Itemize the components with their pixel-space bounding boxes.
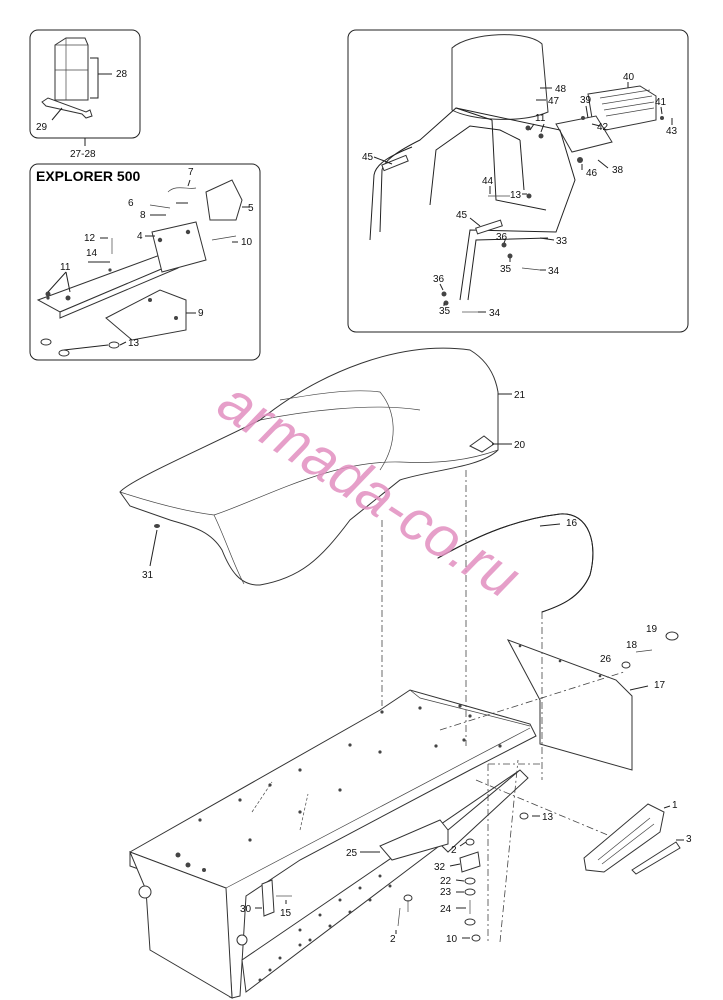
callout-3: 3 [686, 834, 692, 845]
callout-13-main: 13 [542, 812, 554, 823]
mudflap-assembly: 19 18 26 17 [506, 624, 679, 771]
reflector-part: 1 3 [583, 800, 692, 875]
callout-28: 28 [116, 69, 128, 80]
callout-15: 15 [280, 908, 292, 919]
callout-48: 48 [555, 84, 567, 95]
callout-46: 46 [586, 168, 598, 179]
alignment-lines [381, 470, 625, 943]
callout-47: 47 [548, 96, 560, 107]
callout-39: 39 [580, 95, 592, 106]
hardware-stack: 13 2 32 22 23 24 10 2 [390, 812, 554, 945]
rear-bumper-part [435, 769, 529, 853]
explorer-panel: EXPLORER 500 [29, 163, 261, 361]
callout-20: 20 [514, 440, 526, 451]
callout-1: 1 [672, 800, 678, 811]
callout-30: 30 [240, 904, 252, 915]
rack-panel: 40 48 47 39 41 42 43 11 45 38 46 44 13 4… [347, 29, 689, 333]
callout-36-bottom: 36 [433, 274, 445, 285]
callout-11-explorer: 11 [60, 262, 71, 273]
callout-16: 16 [566, 518, 578, 529]
bottle-part [54, 37, 89, 101]
callout-25: 25 [346, 848, 358, 859]
callout-29: 29 [36, 122, 48, 133]
callout-22: 22 [440, 876, 452, 887]
callout-4: 4 [137, 231, 143, 242]
callout-2-lower: 2 [390, 934, 396, 945]
callout-11-rack: 11 [535, 113, 546, 124]
kit-panel: 28 29 27-28 [29, 29, 141, 160]
mudflap-part [506, 639, 633, 771]
callout-34-top: 34 [548, 266, 560, 277]
callout-10-main: 10 [446, 934, 458, 945]
callout-26: 26 [600, 654, 612, 665]
callout-21: 21 [514, 390, 526, 401]
callout-6: 6 [128, 198, 134, 209]
callout-35-bottom: 35 [439, 306, 451, 317]
callout-23: 23 [440, 887, 452, 898]
seat-assembly: 21 20 31 [119, 347, 526, 586]
panel-caption-27-28: 27-28 [70, 149, 96, 160]
callout-42: 42 [597, 122, 609, 133]
callout-7: 7 [188, 167, 194, 178]
wrench-part [41, 97, 93, 119]
callout-19: 19 [646, 624, 658, 635]
step-pad-part: 25 [346, 819, 449, 861]
callout-34-bottom: 34 [489, 308, 501, 319]
callout-32: 32 [434, 862, 446, 873]
backrest-part [451, 34, 549, 120]
callout-41: 41 [655, 97, 667, 108]
callout-14: 14 [86, 248, 98, 259]
callout-24: 24 [440, 904, 452, 915]
callout-33: 33 [556, 236, 568, 247]
callout-45-top: 45 [362, 152, 374, 163]
mount-bracket-part [105, 289, 187, 341]
callout-17: 17 [654, 680, 666, 691]
callout-43: 43 [666, 126, 678, 137]
callout-9: 9 [198, 308, 204, 319]
callout-18: 18 [626, 640, 638, 651]
callout-12: 12 [84, 233, 96, 244]
callout-31: 31 [142, 570, 154, 581]
callout-35-top: 35 [500, 264, 512, 275]
callout-5: 5 [248, 203, 254, 214]
callout-40: 40 [623, 72, 635, 83]
tab-part: 30 15 [240, 879, 292, 919]
callout-2-upper: 2 [451, 845, 457, 856]
bracket-part [151, 221, 207, 273]
latch-part [205, 179, 243, 221]
callout-38: 38 [612, 165, 624, 176]
panel-title: EXPLORER 500 [36, 168, 140, 184]
rack-frame-part [369, 107, 576, 301]
callout-8: 8 [140, 210, 146, 221]
callout-13-explorer: 13 [128, 338, 140, 349]
callout-44: 44 [482, 176, 494, 187]
rear-tunnel-part [129, 689, 537, 999]
grab-handle-part: 16 [437, 513, 594, 613]
callout-36-top: 36 [496, 232, 508, 243]
callout-45-bottom: 45 [456, 210, 468, 221]
callout-13-rack: 13 [510, 190, 522, 201]
callout-10: 10 [241, 237, 253, 248]
